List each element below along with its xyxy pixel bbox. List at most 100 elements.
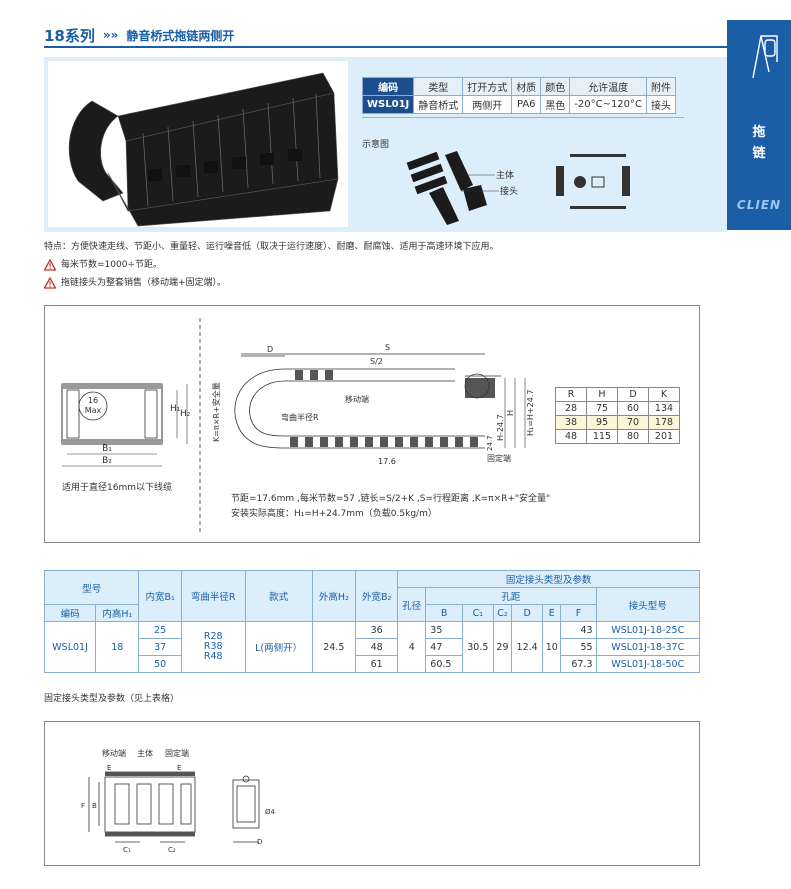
header-fixed-joint: 固定接头类型及参数 <box>397 570 700 588</box>
warning-icon <box>44 259 56 271</box>
cell-joint-model: WSL01J-18-50C <box>595 655 701 673</box>
spec-value-row: WSL01J 静音桥式 两侧开 PA6 黑色 -20°C~120°C 接头 <box>361 95 677 114</box>
spec-open: 两侧开 <box>462 95 513 114</box>
features-text: 特点：方便快速走线、节距小、重量轻、运行噪音低（取决于运行速度）、耐磨、耐腐蚀、… <box>44 242 499 252</box>
table-row: 50 61 60.5 67.3 WSL01J-18-50C <box>45 655 701 673</box>
joint-assembly-drawing <box>88 771 196 843</box>
joint-drawing-box: 移动端 主体 固定端 E E F B C₁ C₂ <box>44 721 700 866</box>
radius-cell: 28 <box>555 401 587 416</box>
spec-material: PA6 <box>511 95 542 114</box>
spec-header-material: 材质 <box>511 77 542 96</box>
header-sub-f: F <box>560 604 597 622</box>
label-move-end: 移动端 <box>345 394 369 404</box>
header-hole-pitch: 孔距 <box>425 587 597 605</box>
dim-h1-plus: H₁=H+24.7 <box>526 390 535 436</box>
spec-header-accessory: 附件 <box>646 77 677 96</box>
label-fixed: 固定端 <box>165 748 189 758</box>
page-header: 18系列 »» 静音桥式拖链两侧开 <box>44 22 727 48</box>
cell-f: 67.3 <box>560 655 597 673</box>
dim-b: B <box>92 802 97 810</box>
cell-b: 47 <box>425 638 463 656</box>
table-row: 37 48 47 55 WSL01J-18-37C <box>45 638 701 656</box>
label-body: 主体 <box>496 169 514 181</box>
side-tab-label: 拖 链 <box>752 125 766 161</box>
cell-b: 35 <box>425 621 463 639</box>
header-sub-b: B <box>425 604 463 622</box>
radius-cell: 134 <box>648 401 680 416</box>
dim-d: D <box>257 838 262 846</box>
radius-header-row: R H D K <box>555 387 680 402</box>
page-subtitle: 静音桥式拖链两侧开 <box>126 28 235 43</box>
cell-hole-diameter: 4 <box>397 621 427 673</box>
radius-header-k: K <box>648 387 680 402</box>
warning-row-2: 拖链接头为整套销售（移动端+固定端）。 <box>44 276 499 290</box>
header-bend: 弯曲半径R <box>180 570 246 622</box>
cell-joint-model: WSL01J-18-37C <box>595 638 701 656</box>
header-code: 编码 <box>43 604 97 622</box>
spec-table: 编码 类型 打开方式 材质 颜色 允许温度 附件 WSL01J 静音桥式 两侧开… <box>361 77 677 114</box>
label-bend-radius: 弯曲半径R <box>281 412 319 422</box>
cell-f: 55 <box>560 638 597 656</box>
header-style: 款式 <box>244 570 313 622</box>
label-fixed-end: 固定端 <box>487 453 511 463</box>
warning-text-2: 拖链接头为整套销售（移动端+固定端）。 <box>61 278 227 288</box>
cross-section-drawing <box>61 383 188 467</box>
chain-side-drawing <box>234 353 501 449</box>
radius-header-d: D <box>617 387 649 402</box>
cell-c1: 30.5 <box>461 621 494 673</box>
note-1: 节距=17.6mm ,每米节数=57 ,链长=S/2+K ,S=行程距离 ,K=… <box>231 492 550 504</box>
cable-carrier-icon <box>752 35 778 79</box>
spec-accessory: 接头 <box>646 95 677 114</box>
model-table: 型号 内宽B₁ 弯曲半径R 款式 外高H₂ 外宽B₂ 固定接头类型及参数 孔径 … <box>43 570 701 673</box>
cell-inner-height: 18 <box>95 621 140 673</box>
dim-b1: B₁ <box>102 444 112 454</box>
spec-code: WSL01J <box>361 95 415 114</box>
radius-cell: 80 <box>617 429 649 444</box>
radius-cell: 95 <box>586 415 618 430</box>
label-move: 移动端 <box>102 748 126 758</box>
product-photo <box>48 61 348 227</box>
header-sub-c1: C₁ <box>461 604 494 622</box>
header-joint-model: 接头型号 <box>595 587 701 622</box>
cell-bend: R28 R38 R48 <box>180 621 246 673</box>
cell-inner-width: 25 <box>138 621 182 639</box>
dim-e-left: E <box>107 764 111 772</box>
header-outer-width: 外宽B₂ <box>354 570 399 622</box>
cell-joint-model: WSL01J-18-25C <box>595 621 701 639</box>
label-joint: 接头 <box>500 185 518 197</box>
radius-row: 38 95 70 178 <box>555 415 680 430</box>
series-title: 18系列 <box>44 26 95 45</box>
header-hole-diameter: 孔径 <box>397 587 427 622</box>
radius-cell: 75 <box>586 401 618 416</box>
radius-header-r: R <box>555 387 587 402</box>
cross-section-icon <box>556 154 630 209</box>
dim-pitch: 17.6 <box>378 457 396 466</box>
cell-inner-width: 37 <box>138 638 182 656</box>
cell-code: WSL01J <box>43 621 97 673</box>
dim-h1: H₁ <box>170 404 181 414</box>
header-outer-height: 外高H₂ <box>311 570 356 622</box>
spec-type: 静音桥式 <box>413 95 464 114</box>
cell-b: 60.5 <box>425 655 463 673</box>
dim-diameter: Ø4 <box>265 808 276 816</box>
cell-f: 43 <box>560 621 597 639</box>
dim-b2: B₂ <box>102 456 112 466</box>
spec-color: 黑色 <box>540 95 571 114</box>
dimension-box: 16 Max B₁ B₂ H₁ H₂ 适用于直径16mm以下线缆 K=π×R+安… <box>44 305 700 543</box>
schematic-drawing: 主体 接头 <box>406 151 518 225</box>
spec-header-row: 编码 类型 打开方式 材质 颜色 允许温度 附件 <box>361 77 677 96</box>
dim-s: S <box>385 343 390 352</box>
cell-outer-width: 61 <box>354 655 399 673</box>
dim-24-7: 24.7 <box>486 435 494 451</box>
dim-c2: C₂ <box>168 846 176 854</box>
joint-caption: 固定接头类型及参数（见上表格） <box>44 694 180 704</box>
radius-cell: 115 <box>586 429 618 444</box>
dim-e-right: E <box>177 764 181 772</box>
dim-s-half: S/2 <box>370 357 383 366</box>
cell-e: 10 <box>542 621 562 673</box>
radius-cell: 48 <box>555 429 587 444</box>
dim-h-minus: H-24.7 <box>496 414 505 441</box>
header-inner-width: 内宽B₁ <box>138 570 182 622</box>
header-inner-height: 内高H₁ <box>95 604 140 622</box>
